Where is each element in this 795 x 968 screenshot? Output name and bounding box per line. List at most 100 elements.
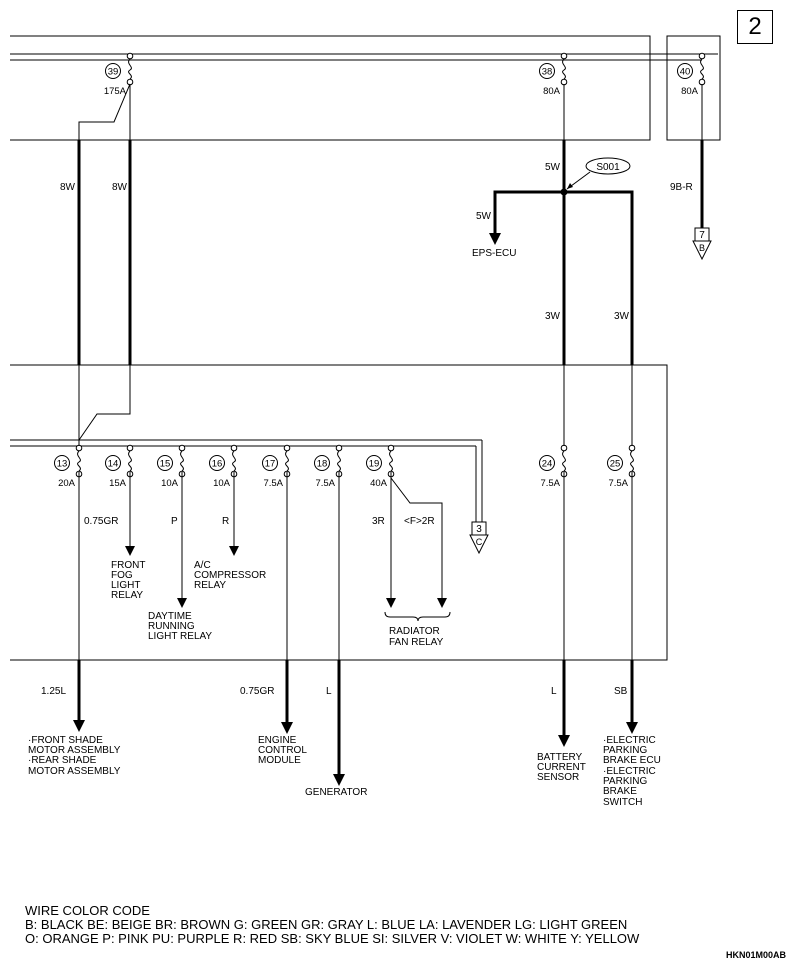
- fuse-amperage: 7.5A: [608, 478, 628, 489]
- fuse-number-circle: [262, 455, 278, 471]
- dest-battery-2: CURRENT: [537, 762, 586, 773]
- fuse-element: [630, 450, 634, 472]
- wire-label-8w-right: 8W: [112, 182, 128, 193]
- fuse-number: 39: [108, 67, 119, 78]
- legend-title: WIRE COLOR CODE: [25, 903, 150, 918]
- dest-parking-4: ·ELECTRIC: [603, 766, 656, 777]
- connector-b: 7 B: [692, 227, 712, 261]
- fuse-number: 16: [212, 459, 223, 470]
- fuse-terminal: [283, 444, 291, 452]
- destination-labels: EPS-ECU FRONT FOG LIGHT RELAY A/C COMPRE…: [28, 248, 661, 808]
- dest-parking-1: ·ELECTRIC: [603, 735, 656, 746]
- fuse-number-circle: [54, 455, 70, 471]
- fuse-number: 14: [108, 459, 119, 470]
- connector-c-number: 3: [476, 524, 482, 535]
- fuse-terminal: [560, 52, 568, 60]
- fuse-number: 17: [265, 459, 276, 470]
- dest-daytime-1: DAYTIME: [148, 611, 192, 622]
- fuse-number-circle: [539, 455, 555, 471]
- wire-label-daytime: P: [171, 516, 178, 527]
- dest-shade-1: ·FRONT SHADE: [28, 735, 103, 746]
- fuse-number-circle: [314, 455, 330, 471]
- dest-front-fog-3: LIGHT: [111, 580, 140, 591]
- wire-label-3w-left: 3W: [545, 311, 561, 322]
- dest-radiator-1: RADIATOR: [389, 626, 440, 637]
- fuse-amperage: 10A: [161, 478, 179, 489]
- wire-label-3w-right: 3W: [614, 311, 630, 322]
- fuse-amperage: 7.5A: [263, 478, 283, 489]
- fuse-number-circle: [209, 455, 225, 471]
- wire-label-generator: L: [326, 686, 332, 697]
- arrow-daytime: [177, 598, 187, 608]
- dest-eps-ecu: EPS-ECU: [472, 248, 516, 259]
- fuse-number: 38: [542, 67, 553, 78]
- fuse-element: [128, 450, 132, 472]
- wire-label-5w-main: 5W: [545, 162, 561, 173]
- dest-daytime-2: RUNNING: [148, 621, 195, 632]
- fuse-number-circle: [539, 63, 555, 79]
- fuse-terminal: [335, 444, 343, 452]
- fuse-layer: 39175A3880A4080A1320A1415A1510A1610A177.…: [54, 52, 706, 489]
- fuse-17: 17 7.5A: [262, 444, 291, 489]
- arrow-front-fog: [125, 546, 135, 556]
- fuse-number-circle: [677, 63, 693, 79]
- splice-s001: S001: [560, 157, 631, 196]
- splice-label: S001: [596, 162, 620, 173]
- arrow-generator: [333, 774, 345, 786]
- wire-label-engine: 0.75GR: [240, 686, 274, 697]
- fuse-terminal: [560, 78, 568, 86]
- page-number-box: 2: [737, 10, 773, 44]
- fuse-amperage: 40A: [370, 478, 388, 489]
- wire-label-radiator-2: <F>2R: [404, 516, 435, 527]
- dest-battery-1: BATTERY: [537, 752, 583, 763]
- fuse-terminal: [126, 78, 134, 86]
- figure-code: HKN01M00AB: [725, 950, 786, 960]
- fuse-element: [389, 450, 393, 472]
- fuse-terminal: [126, 52, 134, 60]
- fuse-38: 38 80A: [539, 52, 568, 97]
- wire-label-fog: 0.75GR: [84, 516, 118, 527]
- wires: [77, 83, 704, 776]
- fuse-terminal: [560, 444, 568, 452]
- legend-line-2: O: ORANGE P: PINK PU: PURPLE R: RED SB: …: [25, 931, 640, 946]
- arrow-radiator-1: [386, 598, 396, 608]
- dest-front-fog-2: FOG: [111, 570, 133, 581]
- fuse-18: 187.5A: [314, 444, 343, 489]
- fuse-terminal: [628, 444, 636, 452]
- fuse-amperage: 7.5A: [540, 478, 560, 489]
- arrow-radiator-2: [437, 598, 447, 608]
- dest-parking-3: BRAKE ECU: [603, 755, 661, 766]
- fuse-element: [562, 450, 566, 472]
- wire-label-parking: SB: [614, 686, 628, 697]
- wire-labels: 8W 8W 5W 5W 9B-R 3W 3W 0.75GR P R 3R <F>…: [41, 162, 693, 697]
- fuse-number-circle: [105, 455, 121, 471]
- fuse-39: 39 175A: [104, 52, 134, 97]
- arrow-eps: [489, 233, 501, 245]
- dest-ac-3: RELAY: [194, 580, 226, 591]
- fuse-amperage: 15A: [109, 478, 127, 489]
- fuse-element: [700, 58, 704, 80]
- wire-label-shade: 1.25L: [41, 686, 66, 697]
- fuse-number: 13: [57, 459, 68, 470]
- fuse-amperage: 80A: [543, 86, 561, 97]
- fuse-number: 40: [680, 67, 691, 78]
- fuse-24: 24 7.5A: [539, 444, 568, 489]
- dest-daytime-3: LIGHT RELAY: [148, 631, 212, 642]
- wire-label-ac: R: [222, 516, 229, 527]
- connector-c: 3 C: [469, 521, 489, 555]
- fuse-amperage: 7.5A: [315, 478, 335, 489]
- dest-front-fog-4: RELAY: [111, 590, 143, 601]
- fuse-amperage: 175A: [104, 86, 127, 97]
- wire-label-5w-eps: 5W: [476, 211, 492, 222]
- dest-radiator-2: FAN RELAY: [389, 637, 444, 648]
- fuse-number: 24: [542, 459, 553, 470]
- fuse-25: 257.5A: [607, 444, 636, 489]
- arrow-shade: [73, 720, 85, 732]
- fuse-terminal: [698, 78, 706, 86]
- dest-parking-7: SWITCH: [603, 797, 642, 808]
- fuse-terminal: [75, 444, 83, 452]
